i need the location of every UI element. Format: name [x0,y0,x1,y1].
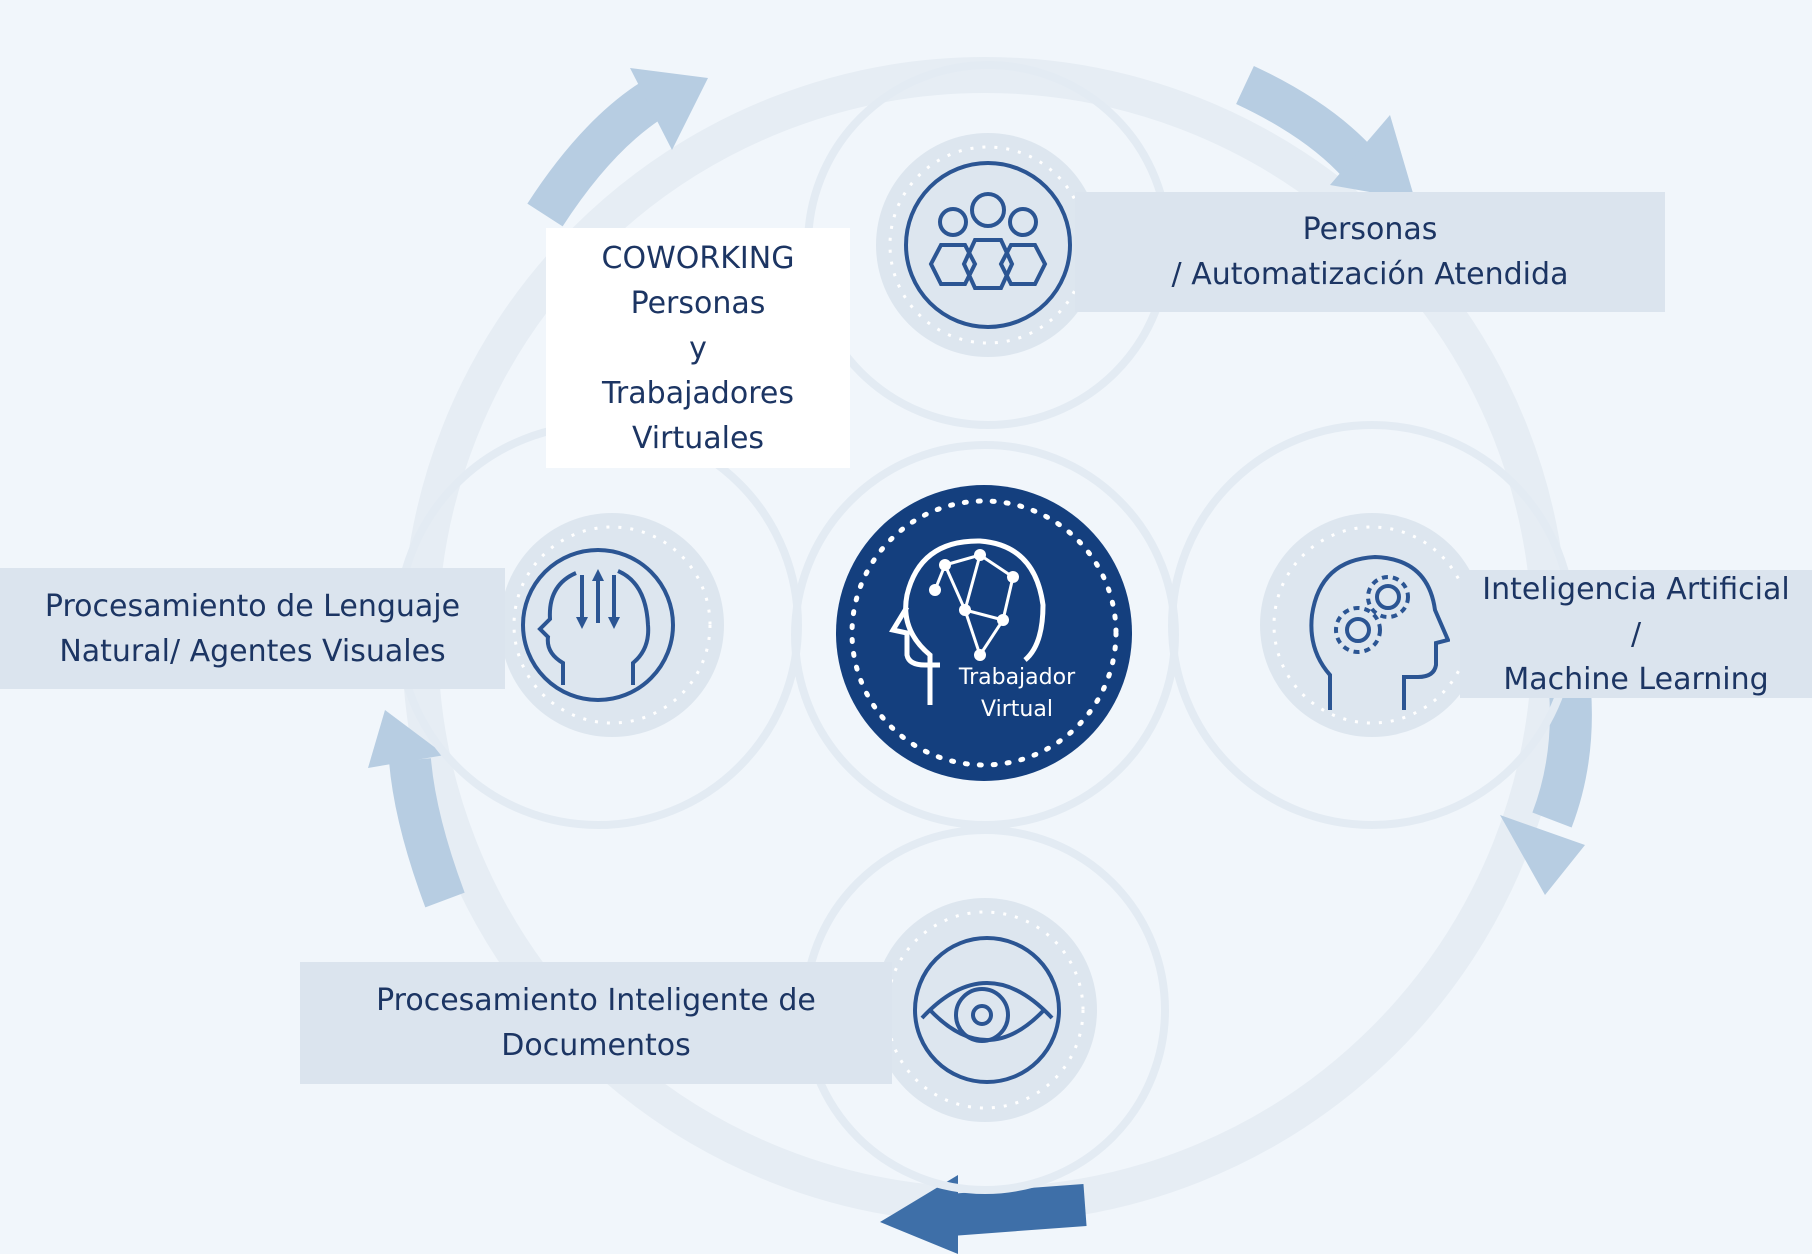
personas-label: Personas / Automatización Atendida [1075,192,1665,312]
arrow-right [1532,688,1592,828]
people-group-icon [904,161,1072,329]
personas-line-1: Personas [1302,212,1438,247]
nlp-label: Procesamiento de Lenguaje Natural/ Agent… [0,568,505,689]
personas-line-2: / Automatización Atendida [1171,257,1569,292]
ia-line-1: Inteligencia Artificial [1482,571,1790,607]
coworking-line-4: Trabajadores [602,375,794,411]
arrow-left [389,758,465,908]
center-line-2: Virtual [981,697,1053,722]
ia-line-3: Machine Learning [1503,661,1769,697]
coworking-line-2: Personas [630,285,766,321]
idp-label: Procesamiento Inteligente de Documentos [300,962,892,1084]
coworking-line-5: Virtuales [631,420,765,456]
ia-line-2: / [1630,616,1642,652]
center-label: Trabajador Virtual [937,662,1097,726]
coworking-line-1: COWORKING [601,240,795,276]
arrow-top-right-head [1330,115,1415,200]
center-line-1: Trabajador [958,665,1076,690]
cycle-arrows [368,65,1592,1254]
eye-icon [913,936,1061,1084]
idp-line-1: Procesamiento Inteligente de [376,983,816,1018]
arrow-top-left [527,76,671,227]
center-disc [836,485,1132,781]
head-arrows-icon [521,548,675,702]
arrow-top-right [1236,65,1376,180]
coworking-label: COWORKING Personas y Trabajadores Virtua… [546,228,850,468]
idp-line-2: Documentos [501,1028,691,1063]
ai-head-network-icon [889,538,1046,705]
arrow-right-head [1500,815,1585,895]
coworking-line-3: y [689,330,707,366]
arrow-bottom-head [880,1175,958,1254]
nlp-line-2: Natural/ Agentes Visuales [59,633,446,669]
ia-label: Inteligencia Artificial / Machine Learni… [1460,570,1812,698]
head-gears-icon [1309,554,1450,710]
arrow-bottom [948,1184,1087,1236]
arrow-top-left-head [630,68,708,150]
nlp-line-1: Procesamiento de Lenguaje [44,588,461,624]
arrow-left-head [368,710,445,768]
